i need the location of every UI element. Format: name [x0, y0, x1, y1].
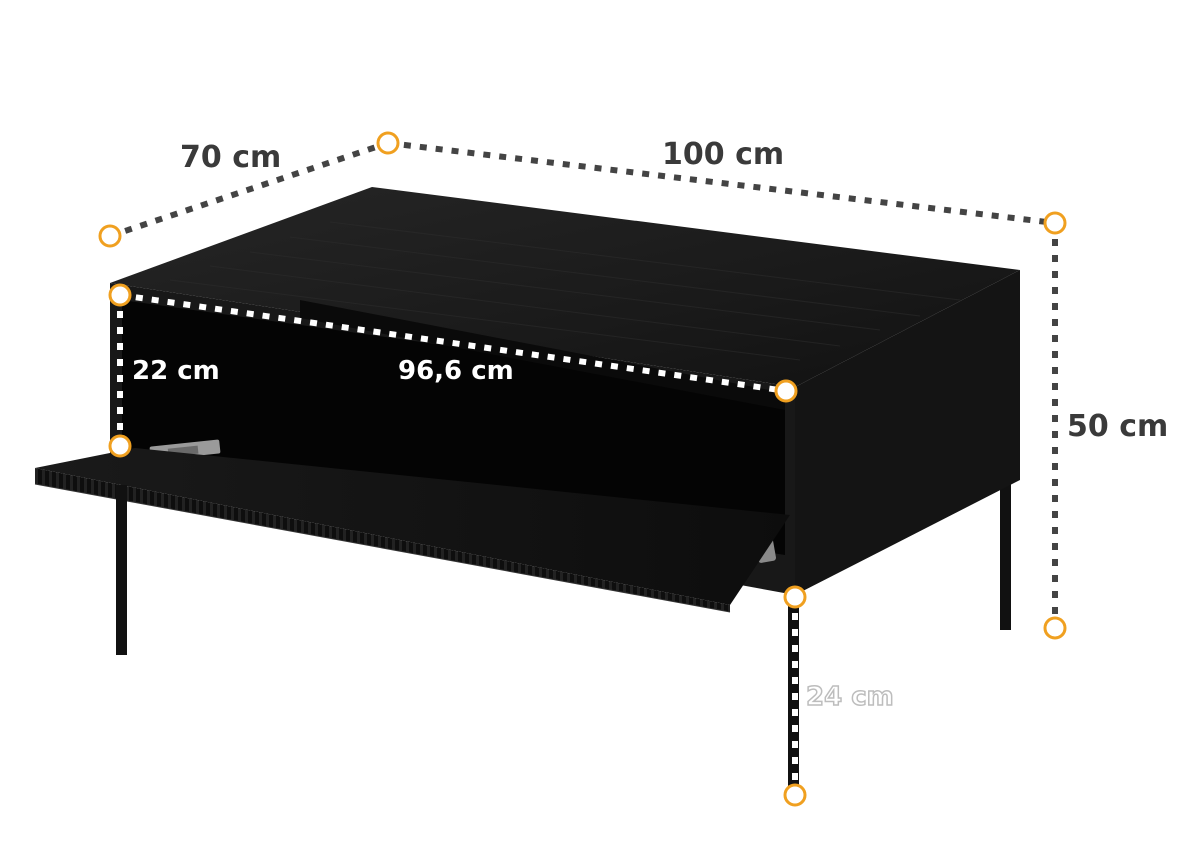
marker-depth-front	[98, 224, 122, 248]
marker-leg-bottom	[783, 783, 807, 807]
table-top-surface	[110, 187, 1020, 387]
dimension-lines	[109, 140, 1058, 795]
table-side-panel	[795, 270, 1020, 595]
leg-front-right	[788, 595, 799, 790]
drawer-height-label: 22 cm	[132, 356, 220, 386]
leg-back-right	[1000, 440, 1011, 630]
marker-drawer-top-right	[774, 379, 798, 403]
wood-grain	[169, 221, 961, 361]
drawer-flap-ribbed-edge	[35, 468, 730, 612]
marker-drawer-bottom-left	[108, 434, 132, 458]
marker-corner-back	[376, 131, 400, 155]
depth-line	[109, 140, 389, 239]
drawer-interior-back	[300, 300, 785, 410]
marker-leg-top	[783, 585, 807, 609]
marker-drawer-top-left	[108, 283, 132, 307]
depth-label: 70 cm	[180, 140, 281, 175]
leg-height-label: 24 cm	[806, 682, 894, 712]
coffee-table	[34, 187, 1020, 790]
marker-corner-right	[1043, 211, 1067, 235]
drawer-flap-top	[35, 448, 790, 605]
dimension-markers	[98, 131, 1067, 807]
drawer-width-line	[119, 292, 787, 394]
drawer-width-label: 96,6 cm	[398, 356, 514, 386]
width-label: 100 cm	[662, 137, 784, 172]
height-label: 50 cm	[1067, 409, 1168, 444]
marker-height-bottom	[1043, 616, 1067, 640]
leg-front-left	[116, 485, 127, 655]
drawer-interior	[122, 300, 785, 555]
